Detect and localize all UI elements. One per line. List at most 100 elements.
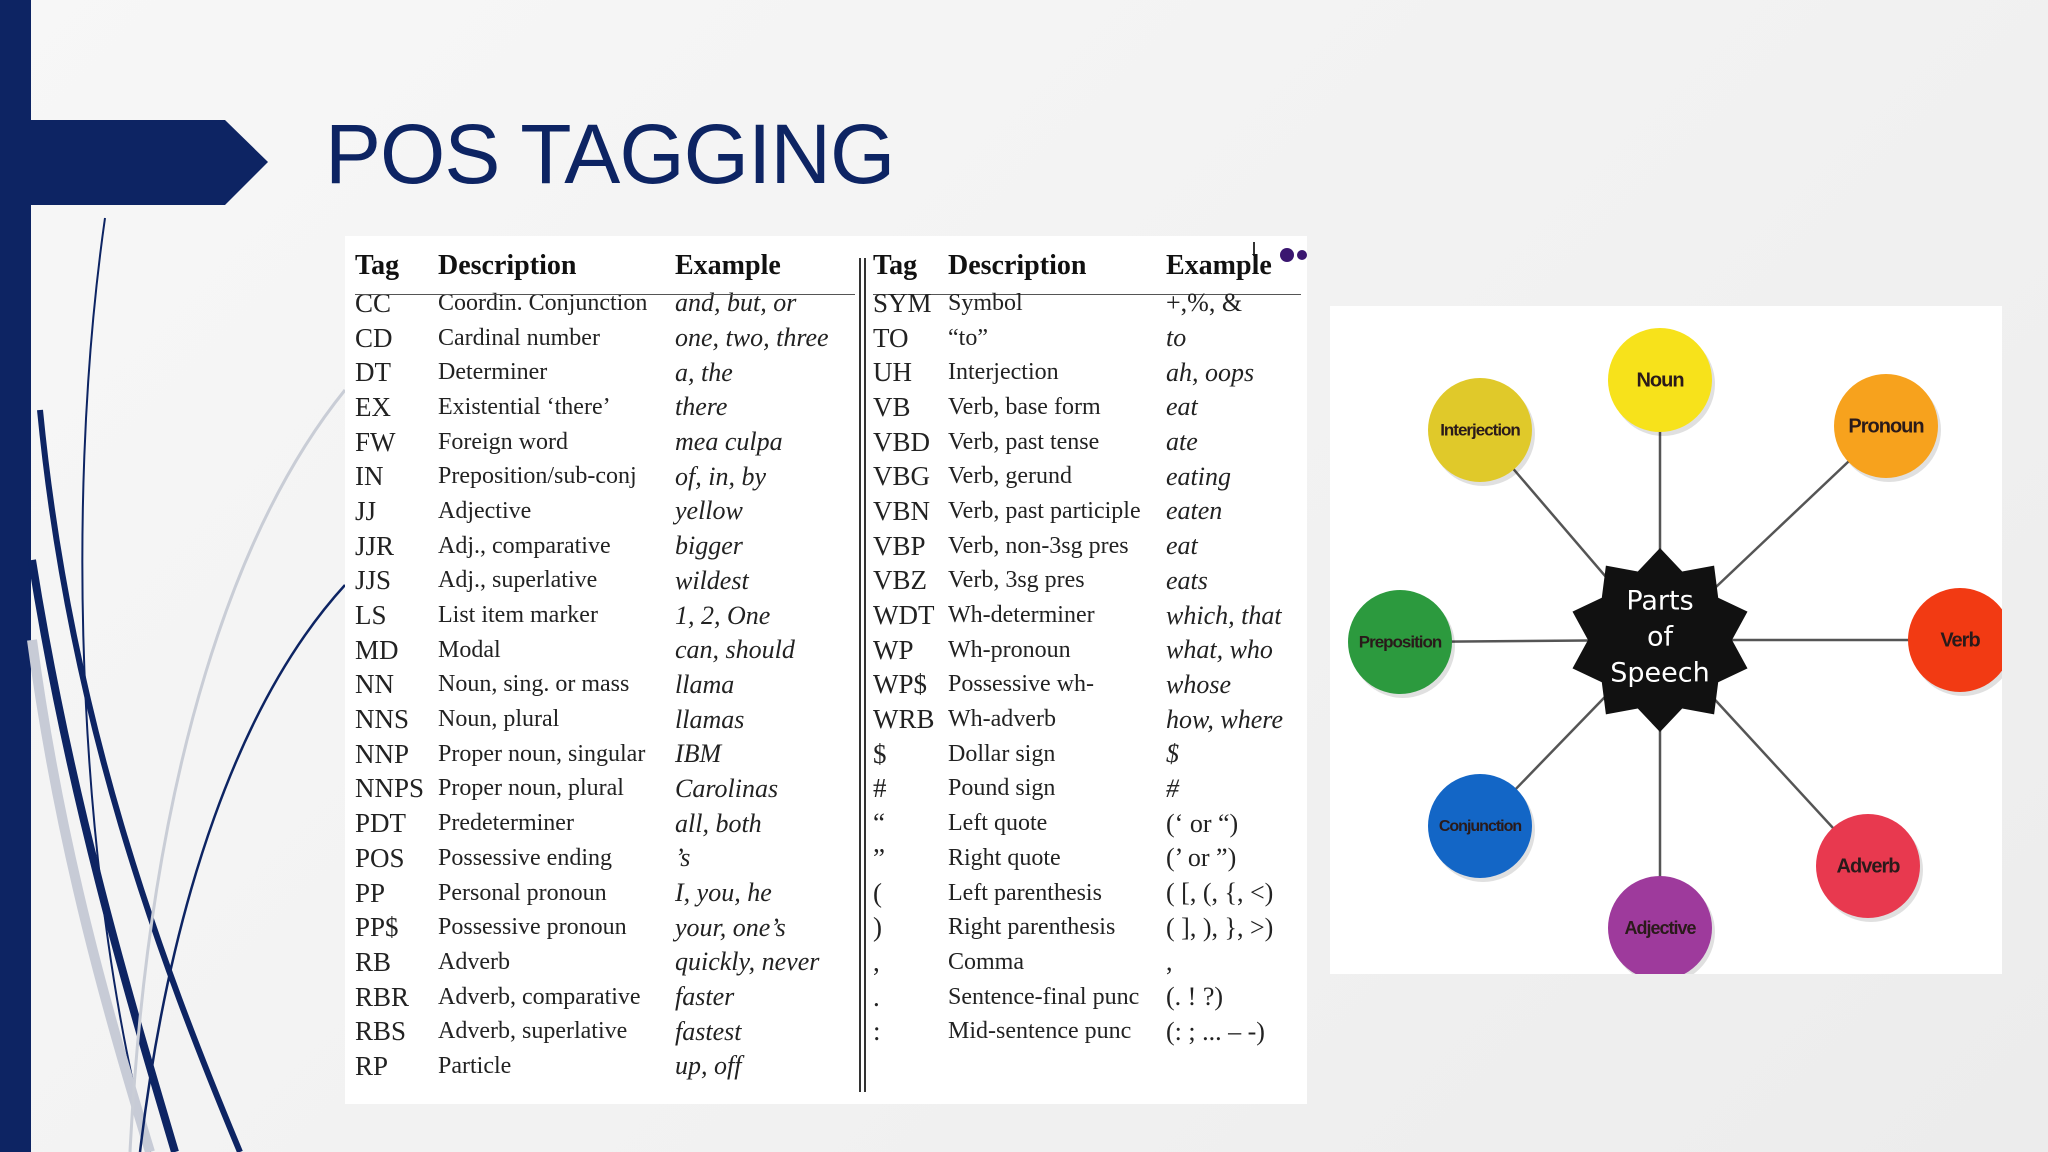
description-cell: “to” xyxy=(948,324,988,351)
table-row: ,Comma, xyxy=(873,945,1306,980)
example-cell: +,%, & xyxy=(1166,288,1243,318)
description-cell: Possessive pronoun xyxy=(438,914,627,941)
example-cell: eats xyxy=(1166,565,1208,595)
example-cell: (. ! ?) xyxy=(1166,982,1224,1012)
pos-node-adjective: Adjective xyxy=(1608,876,1715,974)
header-example: Example xyxy=(675,250,781,281)
description-cell: Determiner xyxy=(438,359,548,386)
example-cell: fastest xyxy=(675,1016,742,1046)
tag-cell: . xyxy=(873,981,880,1012)
header-rule xyxy=(355,294,855,295)
tag-cell: RBS xyxy=(355,1016,407,1047)
description-cell: Comma xyxy=(948,948,1024,975)
node-label: Conjunction xyxy=(1439,818,1522,835)
description-cell: Existential ‘there’ xyxy=(438,393,611,420)
tag-cell: ( xyxy=(873,877,882,908)
example-cell: your, one’s xyxy=(675,912,786,942)
tag-cell: FW xyxy=(355,426,396,457)
description-cell: List item marker xyxy=(438,602,598,629)
example-cell: eat xyxy=(1166,392,1198,422)
tag-cell: VBN xyxy=(873,495,931,526)
description-cell: Symbol xyxy=(948,289,1023,316)
description-cell: Adjective xyxy=(438,497,532,524)
parts-of-speech-graphic: Parts of Speech NounPronounVerbAdverbAdj… xyxy=(1348,328,2002,974)
description-cell: Adj., superlative xyxy=(438,567,598,594)
description-cell: Modal xyxy=(438,636,501,663)
node-circle xyxy=(1608,876,1712,974)
example-cell: ate xyxy=(1166,427,1198,457)
tag-cell: RP xyxy=(355,1050,389,1081)
tag-cell: VBG xyxy=(873,461,931,492)
description-cell: Adverb, superlative xyxy=(438,1018,628,1045)
tag-cell: NNS xyxy=(355,704,410,735)
tag-cell: JJ xyxy=(355,495,377,526)
tag-cell: UH xyxy=(873,357,912,388)
table-row: RBS Adverb, superlative fastest xyxy=(355,1014,855,1049)
example-cell: llama xyxy=(675,669,735,699)
pos-node-pronoun: Pronoun xyxy=(1834,374,1941,482)
description-cell: Particle xyxy=(438,1052,512,1079)
example-cell: all, both xyxy=(675,808,762,838)
tag-cell: CD xyxy=(355,322,393,353)
tag-cell: NNP xyxy=(355,738,410,769)
tag-cell: DT xyxy=(355,357,391,388)
table-header-row: Tag Description Example xyxy=(355,246,855,286)
node-circle xyxy=(1816,814,1920,918)
table-row: )Right parenthesis( ], ), }, >) xyxy=(873,910,1306,945)
tag-cell: : xyxy=(873,1016,881,1047)
description-cell: Right parenthesis xyxy=(948,914,1116,941)
tag-cell: JJR xyxy=(355,530,395,561)
example-cell: llamas xyxy=(675,704,745,734)
description-cell: Coordin. Conjunction xyxy=(438,289,648,316)
center-label-line-3: Speech xyxy=(1610,658,1709,689)
example-cell: there xyxy=(675,392,728,422)
example-cell: (: ; ... – -) xyxy=(1166,1016,1265,1046)
table-row: CD Cardinal number one, two, three xyxy=(355,321,855,356)
tag-cell: RBR xyxy=(355,981,410,1012)
description-cell: Adj., comparative xyxy=(438,532,611,559)
tag-cell: MD xyxy=(355,634,399,665)
description-cell: Verb, past tense xyxy=(948,428,1100,455)
pos-node-preposition: Preposition xyxy=(1348,590,1455,698)
example-cell: eat xyxy=(1166,531,1198,561)
node-label: Interjection xyxy=(1440,420,1520,439)
table-row: WP$Possessive wh-whose xyxy=(873,668,1306,703)
tag-cell: IN xyxy=(355,461,384,492)
example-cell: one, two, three xyxy=(675,323,829,353)
description-cell: Cardinal number xyxy=(438,324,600,351)
example-cell: faster xyxy=(675,982,735,1012)
description-cell: Right quote xyxy=(948,844,1061,871)
node-label: Pronoun xyxy=(1848,415,1923,437)
example-cell: and, but, or xyxy=(675,288,797,318)
tag-cell: SYM xyxy=(873,287,932,318)
tag-cell: “ xyxy=(873,808,885,839)
example-cell: wildest xyxy=(675,565,749,595)
example-cell: which, that xyxy=(1166,600,1282,630)
description-cell: Left parenthesis xyxy=(948,879,1102,906)
example-cell: Carolinas xyxy=(675,773,779,803)
description-cell: Left quote xyxy=(948,810,1048,837)
pos-node-conjunction: Conjunction xyxy=(1428,774,1535,882)
example-cell: yellow xyxy=(675,496,743,526)
